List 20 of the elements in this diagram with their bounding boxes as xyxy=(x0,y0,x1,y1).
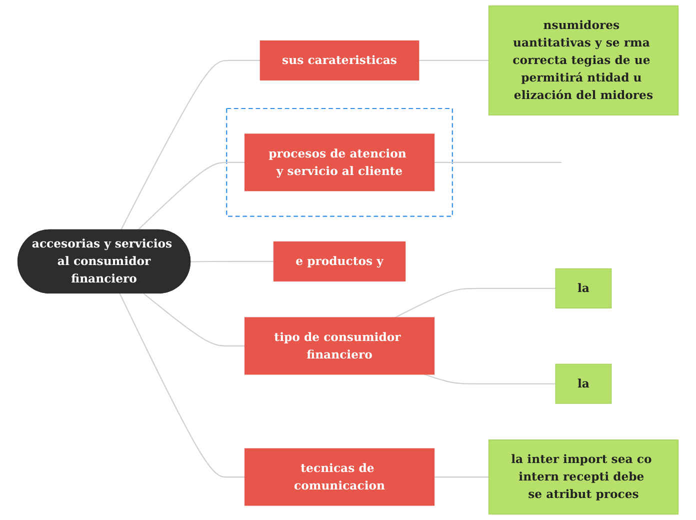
connector xyxy=(119,293,245,478)
node-box: procesos de atencion y servicio al cliente xyxy=(244,134,435,192)
node-box: e productos y xyxy=(273,241,406,282)
node-box: tecnicas de comunicacion xyxy=(244,448,435,506)
node-box: tipo de consumidor financiero xyxy=(244,317,435,375)
node-box: la inter import sea co intern recepti debe se atribut proces xyxy=(488,440,679,515)
node-box: sus carateristicas xyxy=(260,40,420,80)
connector xyxy=(120,60,260,230)
connector xyxy=(190,260,274,262)
connector xyxy=(434,476,489,478)
connector xyxy=(424,374,556,384)
connector xyxy=(143,293,245,346)
node-box: la xyxy=(555,364,612,404)
connector xyxy=(418,60,489,61)
cluster xyxy=(226,108,453,217)
node-box: nsumidores uantitativas y se rma correcta tegias de ue permitirá ntidad u elización del midores xyxy=(488,5,679,116)
node-box: la xyxy=(555,268,612,308)
connector xyxy=(394,288,556,318)
connector xyxy=(434,162,562,163)
connector xyxy=(137,162,245,231)
